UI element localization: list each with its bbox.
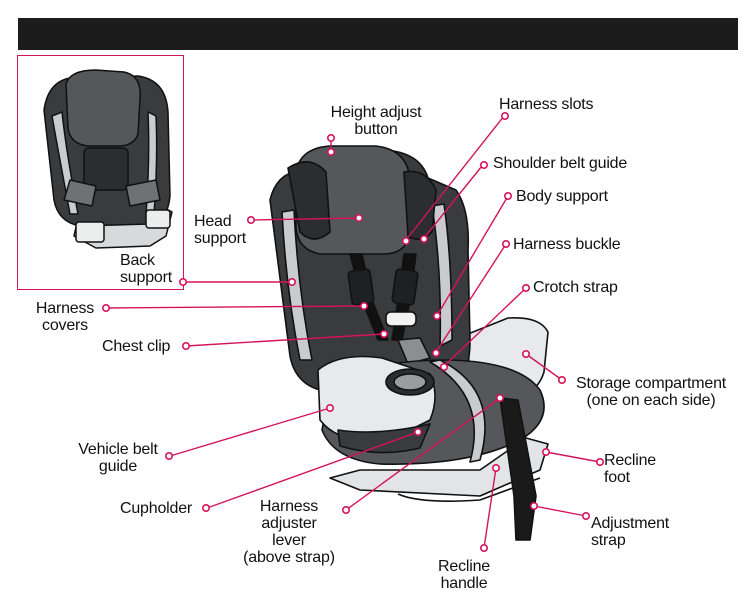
label-crotch-strap: Crotch strap (533, 279, 618, 296)
inset-foot-right (146, 210, 170, 228)
marker-crotch-strap-text (523, 285, 529, 291)
marker-cupholder-text (203, 505, 209, 511)
label-head-support: Head support (194, 213, 246, 247)
marker-harness-covers-seat (361, 303, 367, 309)
inset-seat-illustration (44, 70, 172, 248)
label-harness-slots: Harness slots (499, 96, 593, 113)
label-adjustment-strap: Adjustment strap (591, 515, 669, 549)
marker-vehicle-belt-text (166, 453, 172, 459)
marker-storage-seat (523, 351, 529, 357)
marker-chest-clip-seat (381, 331, 387, 337)
marker-recline-foot-text (597, 459, 603, 465)
marker-height-adjust-seat (328, 149, 334, 155)
marker-head-support-seat (356, 215, 362, 221)
marker-harness-buckle-text (503, 241, 509, 247)
marker-recline-handle-text (481, 545, 487, 551)
chest-clip (386, 312, 416, 326)
marker-shoulder-belt-seat (421, 236, 427, 242)
cupholder-inner (394, 374, 426, 390)
leader-vehicle-belt (170, 408, 330, 456)
marker-harness-adjuster-seat (497, 395, 503, 401)
label-harness-adjuster-lever: Harness adjuster lever (above strap) (234, 498, 344, 566)
harness-cover-right (392, 269, 419, 306)
marker-cupholder-seat (415, 429, 421, 435)
label-back-support: Back support (120, 252, 172, 286)
label-body-support: Body support (516, 188, 608, 205)
marker-adjustment-strap-seat (531, 503, 537, 509)
inset-headrest (66, 70, 140, 146)
marker-chest-clip-text (183, 343, 189, 349)
label-height-adjust-button: Height adjust button (318, 104, 434, 138)
marker-harness-buckle-seat (433, 350, 439, 356)
label-shoulder-belt-guide: Shoulder belt guide (493, 155, 627, 172)
marker-head-support-text (248, 217, 254, 223)
marker-vehicle-belt-seat (327, 405, 333, 411)
marker-body-support-seat (434, 313, 440, 319)
marker-crotch-strap-seat (441, 364, 447, 370)
marker-storage-text (559, 377, 565, 383)
marker-back-support-text (180, 279, 186, 285)
label-chest-clip: Chest clip (102, 338, 170, 355)
label-vehicle-belt-guide: Vehicle belt guide (70, 441, 166, 475)
label-harness-covers: Harness covers (26, 300, 104, 334)
marker-adjustment-strap-text (583, 513, 589, 519)
label-cupholder: Cupholder (120, 500, 192, 517)
harness-cover-left (348, 269, 375, 306)
leader-recline-foot (546, 452, 600, 462)
marker-back-support-seat (289, 279, 295, 285)
marker-recline-handle-seat (493, 465, 499, 471)
marker-harness-slots-text (502, 113, 508, 119)
inset-body-pad (84, 148, 128, 190)
main-seat-illustration (270, 146, 548, 540)
leader-adjustment-strap (534, 506, 586, 516)
label-harness-buckle: Harness buckle (513, 236, 620, 253)
inset-foot-left (76, 222, 104, 242)
marker-shoulder-belt-text (481, 162, 487, 168)
marker-harness-slots-seat (403, 238, 409, 244)
label-recline-foot: Recline foot (604, 452, 656, 486)
label-storage-compartment: Storage compartment (one on each side) (566, 375, 736, 409)
label-recline-handle: Recline handle (430, 558, 498, 592)
marker-recline-foot-seat (543, 449, 549, 455)
marker-body-support-text (505, 193, 511, 199)
